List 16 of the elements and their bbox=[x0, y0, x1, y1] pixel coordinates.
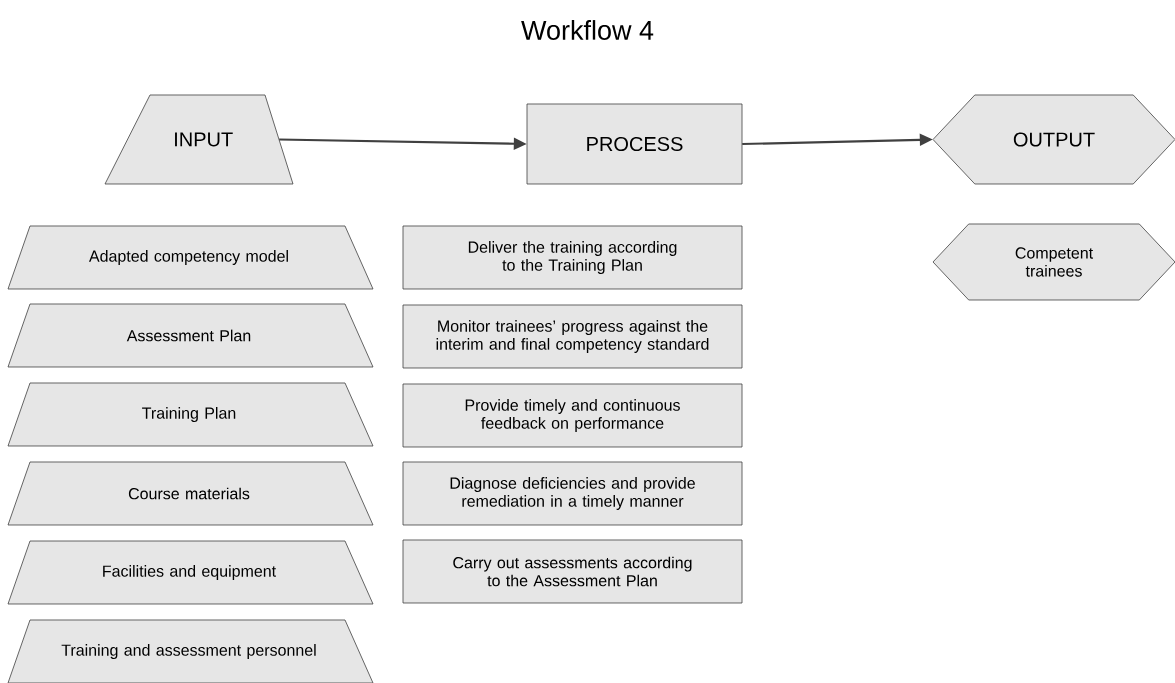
input-item: Assessment Plan bbox=[7, 303, 374, 368]
input-box: INPUT bbox=[104, 94, 294, 185]
input-item: Training Plan bbox=[7, 382, 374, 447]
input-item: Training and assessment personnel bbox=[7, 619, 374, 683]
input-item: Course materials bbox=[7, 461, 374, 526]
process-step: Diagnose deficiencies and provide remediation in a timely manner bbox=[402, 461, 743, 526]
process-step: Provide timely and continuous feedback on performance bbox=[402, 383, 743, 448]
process-step: Carry out assessments according to the Assessment Plan bbox=[402, 539, 743, 604]
output-item: Competent trainees bbox=[932, 223, 1175, 301]
process-step: Monitor trainees’ progress against the interim and final competency standard bbox=[402, 304, 743, 369]
input-item: Adapted competency model bbox=[7, 225, 374, 290]
input-item: Facilities and equipment bbox=[7, 540, 374, 605]
process-box: PROCESS bbox=[526, 103, 743, 185]
output-box: OUTPUT bbox=[932, 94, 1175, 185]
process-step: Deliver the training according to the Training Plan bbox=[402, 225, 743, 290]
title: Workflow 4 bbox=[521, 20, 654, 40]
